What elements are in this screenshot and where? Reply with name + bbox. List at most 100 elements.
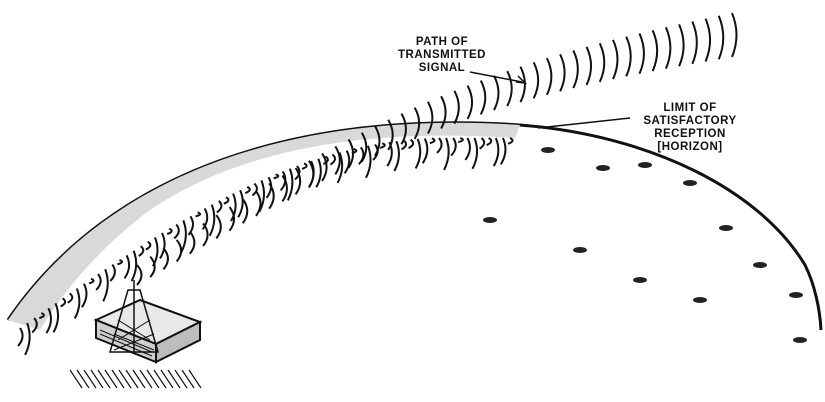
terrain-stroke bbox=[494, 138, 499, 166]
terrain-stroke bbox=[330, 154, 335, 164]
terrain-stroke bbox=[345, 151, 350, 174]
terrain-stroke bbox=[68, 293, 73, 302]
signal-arc bbox=[150, 257, 155, 278]
terrain-stroke bbox=[501, 138, 506, 164]
terrain-stroke bbox=[96, 274, 101, 290]
ground-hatch-line bbox=[105, 370, 117, 388]
terrain-stroke bbox=[181, 220, 186, 252]
terrain-stroke bbox=[394, 141, 399, 171]
signal-arc bbox=[177, 240, 182, 262]
signal-arc bbox=[719, 16, 724, 59]
ground-hatch-line bbox=[154, 370, 166, 388]
ground-hatch-line bbox=[112, 370, 124, 388]
label-line: SIGNAL bbox=[382, 62, 502, 75]
terrain-stroke bbox=[437, 138, 442, 153]
terrain-stroke bbox=[132, 251, 137, 281]
terrain-stroke bbox=[480, 138, 485, 149]
terrain-stroke bbox=[302, 163, 307, 168]
shading-spot bbox=[793, 337, 807, 343]
terrain-stroke bbox=[174, 225, 179, 239]
signal-arc bbox=[269, 183, 274, 208]
label-line: PATH OF bbox=[382, 36, 502, 49]
ground-hatch-line bbox=[126, 370, 138, 388]
terrain-stroke bbox=[458, 138, 463, 142]
terrain-stroke bbox=[380, 143, 385, 148]
signal-arc bbox=[560, 54, 565, 91]
terrain-stroke bbox=[110, 265, 115, 281]
signal-arc bbox=[335, 146, 340, 174]
limit-of-satisfactory-reception-label: LIMIT OF SATISFACTORY RECEPTION [HORIZON… bbox=[628, 102, 752, 154]
signal-arc bbox=[706, 19, 711, 62]
signal-arc bbox=[534, 62, 539, 98]
radio-transmitter-tower-icon bbox=[96, 280, 200, 362]
signal-arc bbox=[613, 40, 618, 79]
ground-hatch-line bbox=[189, 370, 201, 388]
signal-arc bbox=[639, 33, 644, 73]
shading-spot bbox=[483, 217, 497, 223]
terrain-stroke bbox=[18, 328, 23, 346]
terrain-shading-spots bbox=[483, 147, 807, 343]
label-line: [HORIZON] bbox=[628, 141, 752, 154]
signal-arc bbox=[587, 47, 592, 85]
terrain-stroke bbox=[117, 260, 122, 264]
terrain-stroke bbox=[430, 138, 435, 143]
limit-label-leader bbox=[538, 118, 630, 128]
terrain-stroke bbox=[224, 197, 229, 203]
label-line: LIMIT OF bbox=[628, 102, 752, 115]
label-line: SATISFACTORY bbox=[628, 115, 752, 128]
terrain-stroke bbox=[210, 205, 215, 236]
signal-arc bbox=[600, 43, 605, 82]
terrain-stroke bbox=[125, 255, 130, 278]
terrain-stroke bbox=[252, 184, 257, 196]
signal-arc bbox=[216, 215, 221, 238]
shading-spot bbox=[693, 297, 707, 303]
shading-spot bbox=[633, 277, 647, 283]
signal-arc bbox=[679, 24, 684, 66]
ground-hatch-line bbox=[133, 370, 145, 388]
signal-arc bbox=[454, 91, 459, 124]
label-line: TRANSMITTED bbox=[382, 49, 502, 62]
terrain-stroke bbox=[472, 138, 477, 169]
terrain-stroke bbox=[444, 138, 449, 170]
terrain-stroke bbox=[423, 139, 428, 164]
signal-arc bbox=[653, 30, 658, 71]
terrain-stroke bbox=[103, 269, 108, 301]
ground-hatch-line bbox=[91, 370, 103, 388]
terrain-stroke bbox=[160, 233, 165, 258]
terrain-stroke bbox=[267, 177, 272, 198]
signal-arc bbox=[626, 37, 631, 77]
ground-hatch-line bbox=[77, 370, 89, 388]
terrain-stroke bbox=[217, 201, 222, 213]
terrain-stroke bbox=[245, 187, 250, 193]
signal-arc bbox=[692, 21, 697, 63]
terrain-stroke bbox=[451, 138, 456, 156]
shading-spot bbox=[719, 225, 733, 231]
ground-hatch-line bbox=[175, 370, 187, 388]
terrain-stroke bbox=[75, 288, 80, 318]
shading-spot bbox=[789, 292, 803, 298]
signal-arc bbox=[547, 58, 552, 95]
terrain-stroke bbox=[316, 159, 321, 188]
terrain-stroke bbox=[238, 190, 243, 217]
ground-hatch-line bbox=[98, 370, 110, 388]
ground-hatch-line bbox=[70, 370, 82, 388]
ground-hatch-line bbox=[182, 370, 194, 388]
signal-arc bbox=[481, 81, 486, 115]
signal-arc bbox=[520, 67, 525, 102]
ground-hatch-line bbox=[84, 370, 96, 388]
terrain-stroke bbox=[61, 298, 66, 306]
signal-arc bbox=[137, 265, 142, 285]
terrain-stroke bbox=[82, 284, 87, 308]
terrain-stroke bbox=[89, 279, 94, 284]
terrain-stroke bbox=[416, 139, 421, 168]
signal-arc bbox=[666, 27, 671, 68]
shading-spot bbox=[683, 180, 697, 186]
shading-spot bbox=[753, 262, 767, 268]
terrain-stroke bbox=[487, 138, 492, 145]
shading-spot bbox=[596, 165, 610, 171]
signal-arc bbox=[190, 232, 195, 254]
terrain-stroke bbox=[146, 242, 151, 250]
shading-spot bbox=[573, 247, 587, 253]
terrain-stroke bbox=[465, 138, 470, 160]
